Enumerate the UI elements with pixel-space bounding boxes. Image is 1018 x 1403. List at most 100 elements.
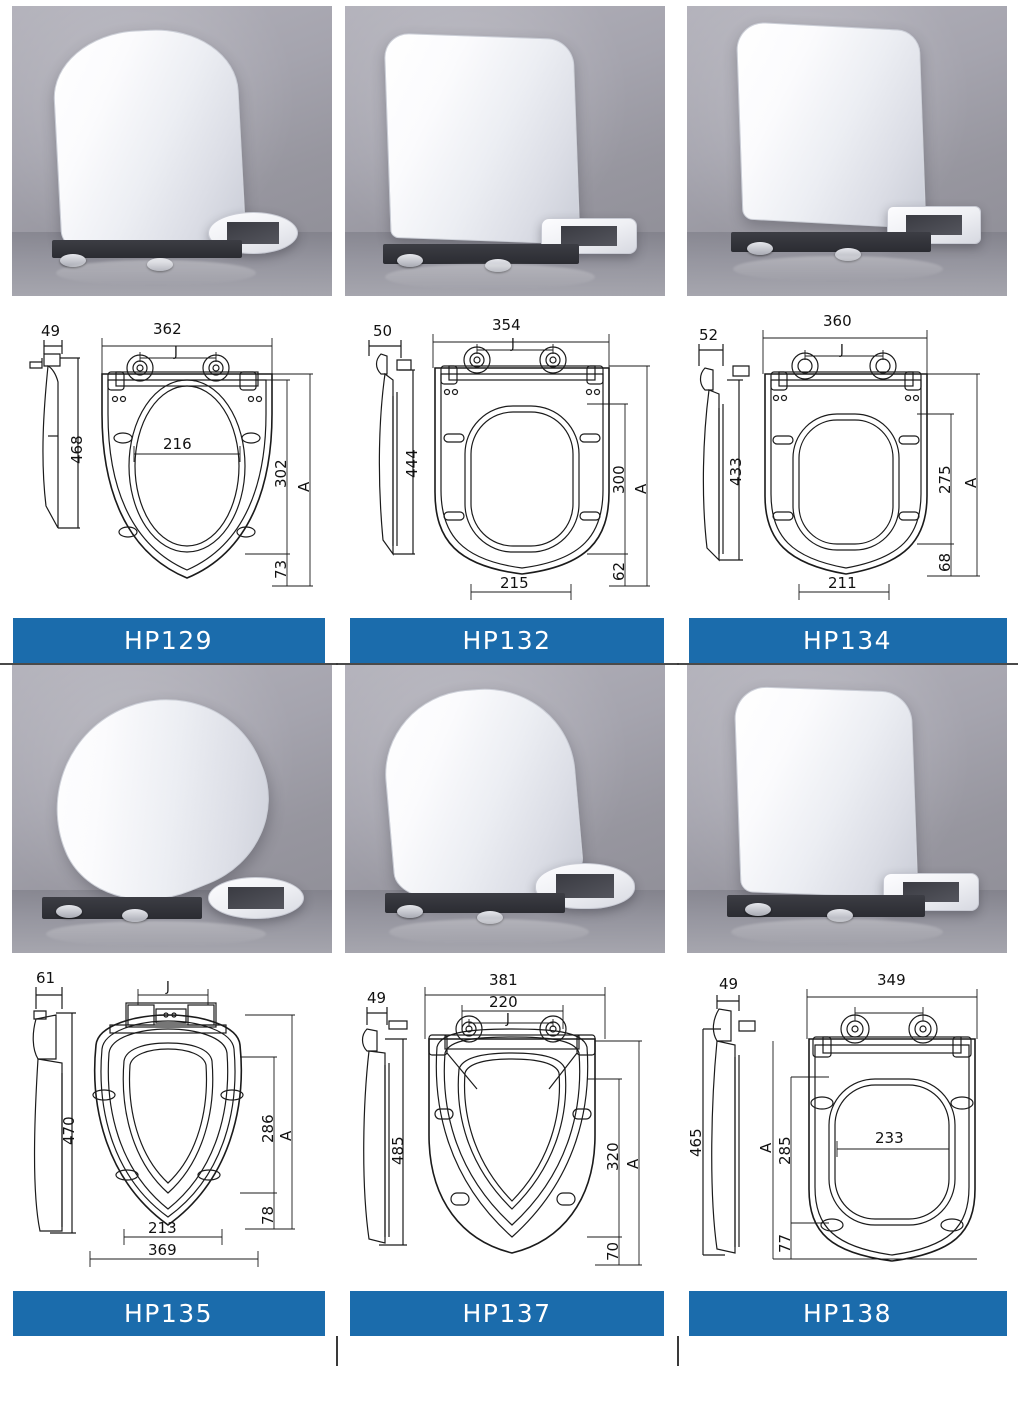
product-cell-hp137[interactable]: 381 220 J 49 485 320 A 70 HP137 — [337, 665, 677, 1336]
hinge-bolt-right — [827, 909, 853, 922]
dim-inner-length: 302 — [272, 459, 290, 488]
seat-ring — [541, 218, 637, 254]
hinge-bolt-left — [745, 903, 771, 916]
floor-reflection — [731, 919, 943, 945]
dim-hinge-span: J — [165, 980, 170, 995]
seat-ring — [208, 212, 298, 254]
dim-hinge-outer: 220 — [489, 993, 518, 1011]
hinge-bolt-right — [485, 259, 511, 272]
hinge-bolt-left — [397, 905, 423, 918]
dim-overall-length: A — [757, 1142, 775, 1153]
hinge-bolt-left — [60, 254, 86, 267]
dim-overall-width: 369 — [148, 1241, 177, 1259]
dim-rear-offset: 73 — [272, 560, 290, 579]
product-photo-hp138 — [687, 665, 1007, 953]
dim-inner-width: 213 — [148, 1219, 177, 1237]
hinge-bolt-left — [747, 242, 773, 255]
dim-bottom-width: 215 — [500, 574, 529, 592]
dim-hinge-span: J — [505, 1012, 510, 1027]
dim-side-length: 485 — [389, 1136, 407, 1165]
product-photo-hp129 — [12, 6, 332, 296]
row-divider — [0, 663, 1018, 665]
product-label-hp134[interactable]: HP134 — [688, 618, 1007, 663]
dim-inner-width: 216 — [163, 435, 192, 453]
dim-side-thickness: 49 — [41, 322, 60, 340]
dim-side-thickness: 49 — [367, 989, 386, 1007]
seat-hinge — [385, 893, 565, 913]
product-photo-hp134 — [687, 6, 1007, 296]
product-label-hp129[interactable]: HP129 — [12, 618, 325, 663]
product-photo-hp132 — [345, 6, 665, 296]
label-wrap-hp135: HP135 — [0, 1291, 337, 1336]
label-wrap-hp137: HP137 — [337, 1291, 677, 1336]
technical-drawing-hp137: 381 220 J 49 485 320 A 70 — [337, 953, 677, 1291]
dim-rear-offset: 77 — [776, 1234, 794, 1253]
dim-side-thickness: 52 — [699, 326, 718, 344]
dim-rear-offset: 70 — [604, 1242, 622, 1261]
dim-side-length: 465 — [687, 1128, 705, 1157]
dim-overall-width: 349 — [877, 971, 906, 989]
product-cell-hp138[interactable]: 349 49 465 A 285 233 77 HP138 — [677, 665, 1018, 1336]
label-wrap-hp132: HP132 — [337, 618, 677, 663]
product-label-hp138[interactable]: HP138 — [688, 1291, 1007, 1336]
dim-rear-offset: 62 — [610, 562, 628, 581]
dim-side-length: 470 — [60, 1116, 78, 1145]
seat-ring — [208, 877, 304, 919]
hinge-bolt-right — [147, 258, 173, 271]
technical-drawing-hp132: 354 J 50 444 300 A 62 215 — [337, 296, 677, 618]
dim-overall-width: 381 — [489, 971, 518, 989]
product-cell-hp134[interactable]: 360 J 52 433 275 A 68 211 HP134 — [677, 0, 1018, 663]
dim-inner-length: 286 — [259, 1114, 277, 1143]
seat-lid — [733, 685, 919, 899]
seat-ring-hole — [560, 226, 618, 246]
dim-overall-length: A — [295, 481, 313, 492]
product-label-hp135[interactable]: HP135 — [12, 1291, 325, 1336]
floor-reflection — [46, 921, 266, 947]
seat-ring-hole — [555, 873, 615, 899]
dim-inner-width: 233 — [875, 1129, 904, 1147]
seat-ring-hole — [906, 214, 962, 236]
label-wrap-hp138: HP138 — [677, 1291, 1018, 1336]
hinge-bolt-right — [477, 911, 503, 924]
seat-lid — [735, 20, 927, 230]
hinge-bolt-left — [397, 254, 423, 267]
seat-hinge — [52, 240, 242, 258]
technical-drawing-hp129: 362 J 49 468 216 302 A 73 — [0, 296, 337, 618]
seat-ring-hole — [227, 886, 285, 910]
dim-inner-length: 275 — [936, 465, 954, 494]
dim-inner-length: 285 — [776, 1136, 794, 1165]
dim-hinge-span: J — [173, 345, 178, 360]
dim-side-thickness: 50 — [373, 322, 392, 340]
label-wrap-hp129: HP129 — [0, 618, 337, 663]
dim-overall-length: A — [962, 477, 980, 488]
label-wrap-hp134: HP134 — [677, 618, 1018, 663]
seat-hinge — [731, 232, 931, 252]
product-label-hp132[interactable]: HP132 — [350, 618, 664, 663]
product-cell-hp132[interactable]: 354 J 50 444 300 A 62 215 HP132 — [337, 0, 677, 663]
product-photo-hp135 — [12, 665, 332, 953]
dim-rear-offset: 68 — [936, 553, 954, 572]
hinge-bolt-right — [835, 248, 861, 261]
dim-overall-length: A — [277, 1130, 295, 1141]
dim-side-thickness: 61 — [36, 969, 55, 987]
floor-reflection — [56, 260, 256, 286]
dim-rear-offset: 78 — [259, 1206, 277, 1225]
dim-inner-length: 320 — [604, 1142, 622, 1171]
seat-lid — [383, 32, 581, 245]
floor-reflection — [385, 264, 595, 290]
floor-reflection — [733, 256, 943, 282]
dim-inner-length: 300 — [610, 465, 628, 494]
seat-lid — [50, 25, 247, 253]
product-cell-hp135[interactable]: 61 J 470 286 A 78 213 369 HP135 — [0, 665, 337, 1336]
seat-ring-hole — [226, 221, 280, 245]
product-label-hp137[interactable]: HP137 — [350, 1291, 664, 1336]
hinge-bolt-left — [56, 905, 82, 918]
dim-overall-width: 362 — [153, 320, 182, 338]
dim-side-length: 468 — [68, 435, 86, 464]
product-cell-hp129[interactable]: 362 J 49 468 216 302 A 73 HP129 — [0, 0, 337, 663]
seat-hinge — [42, 897, 202, 919]
product-photo-hp137 — [345, 665, 665, 953]
seat-hinge — [383, 244, 579, 264]
dim-side-length: 444 — [403, 449, 421, 478]
